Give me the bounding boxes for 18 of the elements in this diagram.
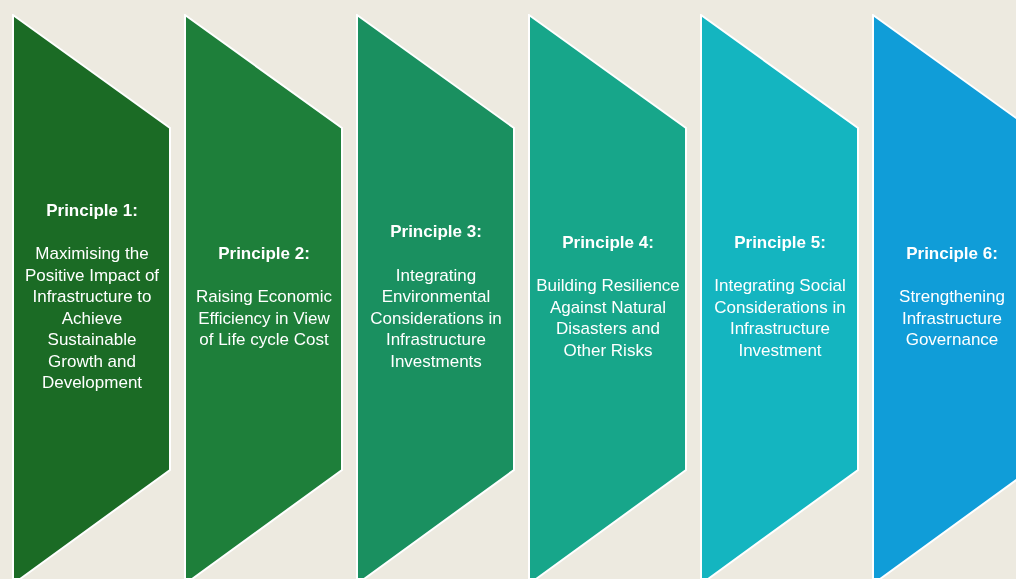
chevron-shape [700,14,860,579]
principle-heading: Principle 6: [906,242,998,264]
principle-heading: Principle 1: [46,199,138,221]
principle-heading: Principle 2: [218,242,310,264]
chevron-shape [528,14,688,579]
chevron-shape [872,14,1016,579]
principle-description: Integrating Environmental Considerations in Infrastructure Investments [369,264,503,372]
principle-description: Integrating Social Considerations in Infrastructure Investment [713,275,847,362]
chevron-shape [184,14,344,579]
principle-description: Maximising the Positive Impact of Infrastructure to Achieve Sustainable Growth and Development [23,243,161,394]
principle-description: Raising Economic Efficiency in View of Life cycle Cost [194,286,334,351]
principle-heading: Principle 4: [562,231,654,254]
chevron-shape [12,14,172,579]
principle-description: Strengthening Infrastructure Governance [898,286,1006,351]
principle-description: Building Resilience Against Natural Disasters and Other Risks [535,275,681,362]
principle-heading: Principle 5: [734,231,826,254]
principle-heading: Principle 3: [390,221,482,243]
chevron-shape [356,14,516,579]
